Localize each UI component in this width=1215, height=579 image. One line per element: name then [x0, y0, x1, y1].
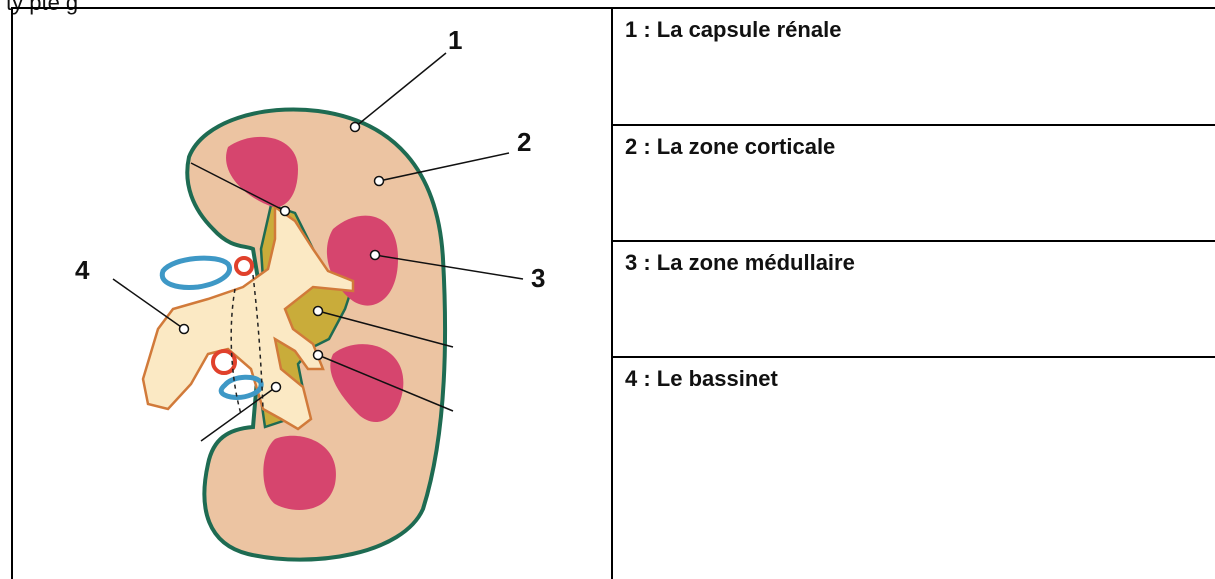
pointer-dot-1 — [351, 123, 360, 132]
diagram-number-3: 3 — [531, 263, 545, 293]
label-cell-4: 4 : Le bassinet — [613, 358, 1215, 579]
pointer-dot-papilla — [314, 307, 323, 316]
label-medulla: 3 : La zone médullaire — [625, 250, 855, 275]
pointer-dot-calyx — [314, 351, 323, 360]
kidney-diagram: 1 2 3 4 — [13, 9, 610, 579]
pointer-dot-4 — [180, 325, 189, 334]
pointer-dot-2 — [375, 177, 384, 186]
label-cell-3: 3 : La zone médullaire — [613, 242, 1215, 358]
diagram-number-4: 4 — [75, 255, 90, 285]
labels-column: 1 : La capsule rénale 2 : La zone cortic… — [613, 9, 1215, 579]
pointer-dot-3 — [371, 251, 380, 260]
label-pelvis: 4 : Le bassinet — [625, 366, 778, 391]
kidney-diagram-cell: 1 2 3 4 — [13, 9, 610, 579]
label-capsule: 1 : La capsule rénale — [625, 17, 841, 42]
label-cell-2: 2 : La zone corticale — [613, 126, 1215, 242]
diagram-number-1: 1 — [448, 25, 462, 55]
renal-vein-upper — [162, 258, 229, 287]
diagram-number-2: 2 — [517, 127, 531, 157]
pointer-dot-sinus — [272, 383, 281, 392]
label-cell-1: 1 : La capsule rénale — [613, 9, 1215, 126]
leader-line-1 — [355, 53, 446, 127]
renal-artery-upper — [236, 258, 252, 274]
pointer-dot-pyramid — [281, 207, 290, 216]
label-cortex: 2 : La zone corticale — [625, 134, 835, 159]
